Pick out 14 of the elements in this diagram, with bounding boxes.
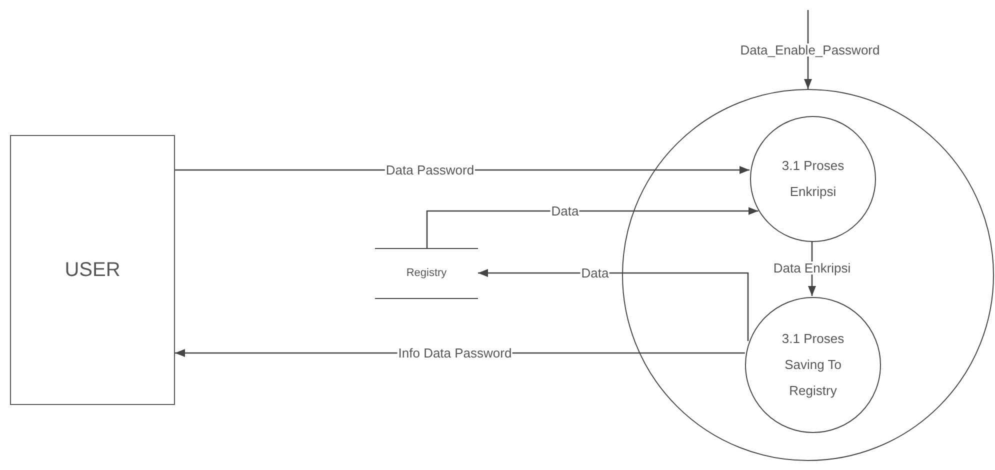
edge-label: Data Enkripsi bbox=[772, 262, 852, 274]
edge-label: Data bbox=[550, 204, 580, 218]
edge-label: Data_Enable_Password bbox=[739, 44, 881, 56]
node-text: Registry bbox=[406, 266, 447, 280]
arrow bbox=[426, 207, 758, 248]
edge-label: Info Data Password bbox=[397, 346, 513, 360]
edge-label: Data bbox=[580, 266, 610, 280]
data-store bbox=[375, 248, 478, 299]
node-text: 3.1 Proses Saving To Registry bbox=[780, 330, 846, 400]
entity-box bbox=[10, 135, 175, 405]
arrow bbox=[478, 269, 749, 342]
node-text: USER bbox=[64, 258, 120, 283]
node-text: 3.1 Proses Enkripsi bbox=[780, 157, 846, 201]
edge-label: Data Password bbox=[384, 164, 476, 176]
